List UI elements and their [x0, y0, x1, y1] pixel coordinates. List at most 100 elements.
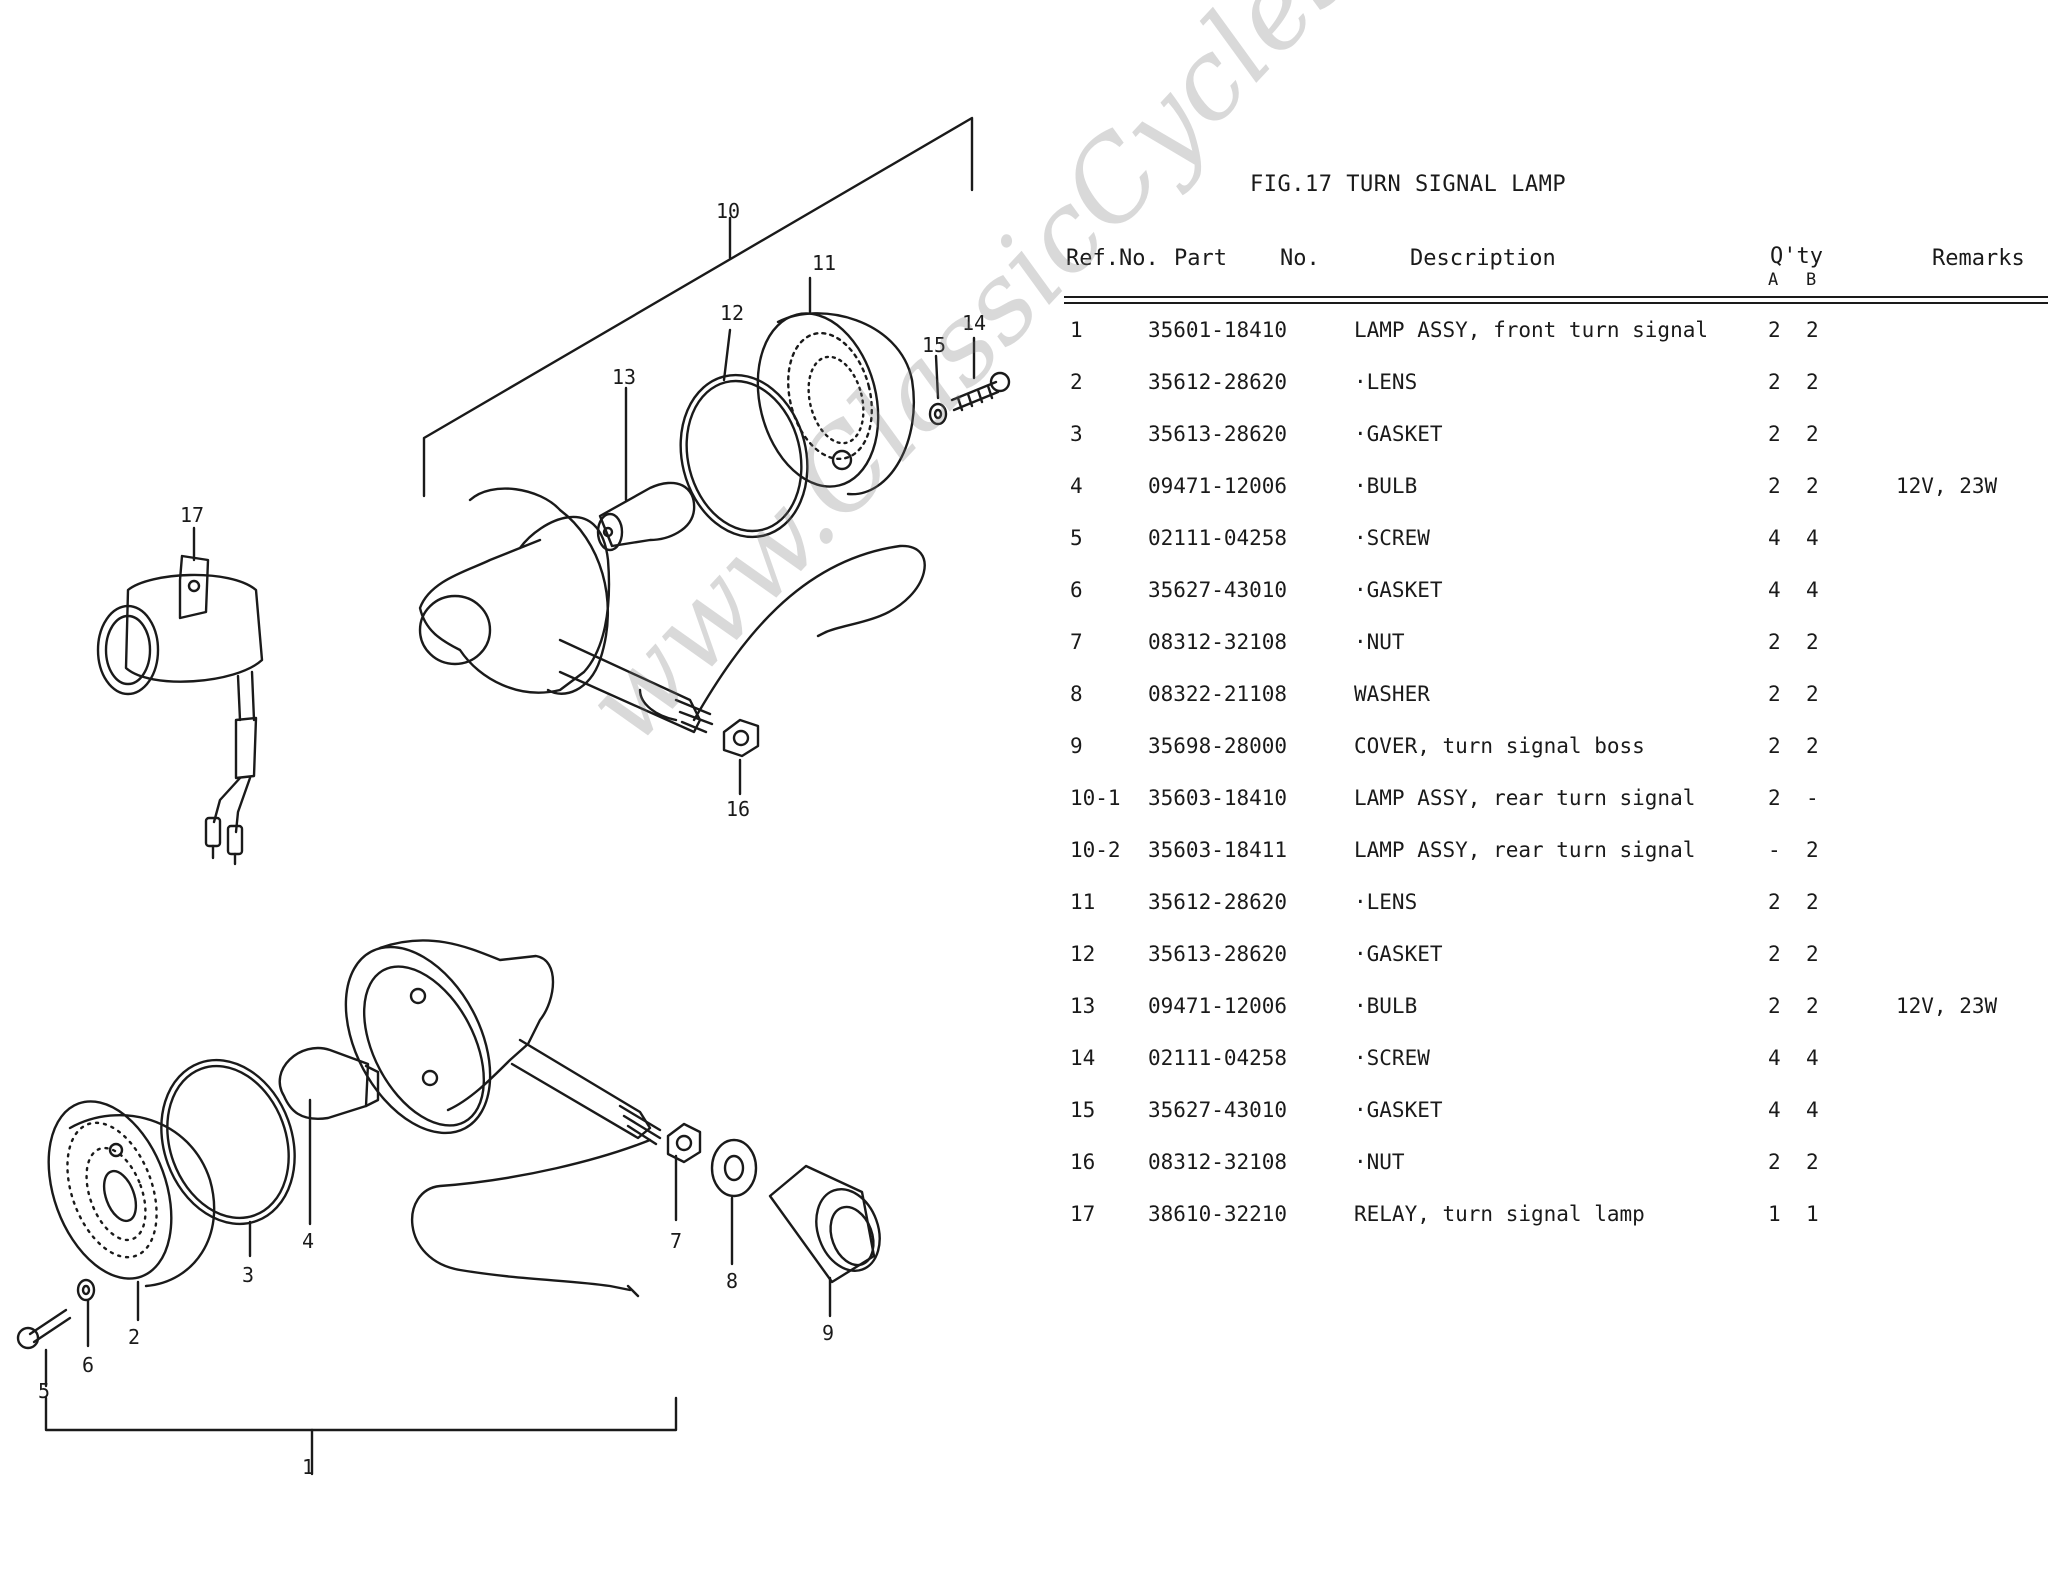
callout-8: 8 — [726, 1269, 738, 1293]
qty-a: - — [1768, 838, 1781, 862]
part-no: 02111-04258 — [1148, 1046, 1288, 1070]
qty-a: 2 — [1768, 1150, 1781, 1174]
qty-a: 2 — [1768, 630, 1781, 654]
qty-a: 2 — [1768, 474, 1781, 498]
qty-b: 4 — [1806, 1046, 1819, 1070]
qty-b: 2 — [1806, 734, 1819, 758]
description: LAMP ASSY, rear turn signal — [1354, 786, 1696, 810]
callout-12: 12 — [720, 301, 744, 325]
callout-3: 3 — [242, 1263, 254, 1287]
part-no: 09471-12006 — [1148, 474, 1288, 498]
screw-14-drawing — [950, 380, 1000, 412]
ref-no: 10-1 — [1070, 786, 1121, 810]
ref-no: 4 — [1070, 474, 1083, 498]
callout-13: 13 — [612, 365, 636, 389]
header-qty: Q'ty — [1770, 244, 1823, 269]
qty-b: 2 — [1806, 630, 1819, 654]
callout-17: 17 — [180, 503, 204, 527]
ref-no: 5 — [1070, 526, 1083, 550]
qty-b: 2 — [1806, 422, 1819, 446]
part-no: 35613-28620 — [1148, 422, 1288, 446]
qty-a: 1 — [1768, 1202, 1781, 1226]
qty-b: 2 — [1806, 942, 1819, 966]
ref-no: 6 — [1070, 578, 1083, 602]
description: ·NUT — [1354, 1150, 1405, 1174]
qty-a: 4 — [1768, 1098, 1781, 1122]
nut-7-drawing — [666, 1122, 702, 1164]
exploded-parts-diagram: 1 2 3 4 5 6 7 8 9 10 11 12 13 14 15 16 1… — [16, 116, 1011, 1479]
callout-9: 9 — [822, 1321, 834, 1345]
qty-b: 2 — [1806, 474, 1819, 498]
description: ·SCREW — [1354, 1046, 1430, 1070]
header-description: Description — [1410, 246, 1556, 271]
part-no: 08312-32108 — [1148, 630, 1288, 654]
rear-lamp-body-drawing — [418, 487, 714, 734]
header-qty-a: A — [1768, 270, 1779, 290]
callout-5: 5 — [38, 1379, 50, 1403]
ref-no: 13 — [1070, 994, 1096, 1018]
header-part-no: Part No. — [1174, 246, 1320, 271]
gasket-3-drawing — [160, 1058, 296, 1226]
description: ·GASKET — [1354, 578, 1443, 602]
qty-a: 2 — [1768, 942, 1781, 966]
part-no: 02111-04258 — [1148, 526, 1288, 550]
ref-no: 10-2 — [1070, 838, 1121, 862]
description: ·NUT — [1354, 630, 1405, 654]
description: ·GASKET — [1354, 942, 1443, 966]
qty-b: 2 — [1806, 370, 1819, 394]
qty-a: 2 — [1768, 890, 1781, 914]
qty-b: 2 — [1806, 1150, 1819, 1174]
qty-a: 4 — [1768, 1046, 1781, 1070]
figure-title: FIG.17 TURN SIGNAL LAMP — [1250, 172, 1567, 197]
qty-a: 2 — [1768, 422, 1781, 446]
qty-a: 4 — [1768, 578, 1781, 602]
front-lens-2-drawing — [47, 1100, 216, 1288]
callout-14: 14 — [962, 311, 986, 335]
table-row: 14 02111-04258 ·SCREW 4 4 — [1064, 1032, 2048, 1084]
part-no: 35613-28620 — [1148, 942, 1288, 966]
part-no: 35627-43010 — [1148, 1098, 1288, 1122]
lens-11-drawing — [756, 312, 916, 496]
description: ·BULB — [1354, 474, 1418, 498]
qty-b: 4 — [1806, 1098, 1819, 1122]
callout-15: 15 — [922, 333, 946, 357]
callout-11: 11 — [812, 251, 836, 275]
description: COVER, turn signal boss — [1354, 734, 1645, 758]
part-no: 35612-28620 — [1148, 890, 1288, 914]
description: ·SCREW — [1354, 526, 1430, 550]
part-no: 35603-18411 — [1148, 838, 1288, 862]
ref-no: 8 — [1070, 682, 1083, 706]
assembly-1-bracket — [44, 1396, 678, 1432]
wire-lower-drawing — [410, 1138, 652, 1292]
qty-a: 2 — [1768, 734, 1781, 758]
description: ·LENS — [1354, 890, 1418, 914]
header-remarks: Remarks — [1932, 246, 2025, 271]
qty-b: 4 — [1806, 578, 1819, 602]
description: ·LENS — [1354, 370, 1418, 394]
ref-no: 14 — [1070, 1046, 1096, 1070]
description: ·BULB — [1354, 994, 1418, 1018]
ref-no: 3 — [1070, 422, 1083, 446]
part-no: 35612-28620 — [1148, 370, 1288, 394]
header-qty-b: B — [1806, 270, 1817, 290]
qty-a: 2 — [1768, 786, 1781, 810]
ref-no: 11 — [1070, 890, 1096, 914]
gasket-6-drawing — [76, 1278, 96, 1302]
assembly-10-bracket — [422, 116, 974, 498]
header-rule-top — [1064, 296, 2048, 298]
qty-b: 2 — [1806, 838, 1819, 862]
callout-2: 2 — [128, 1325, 140, 1349]
